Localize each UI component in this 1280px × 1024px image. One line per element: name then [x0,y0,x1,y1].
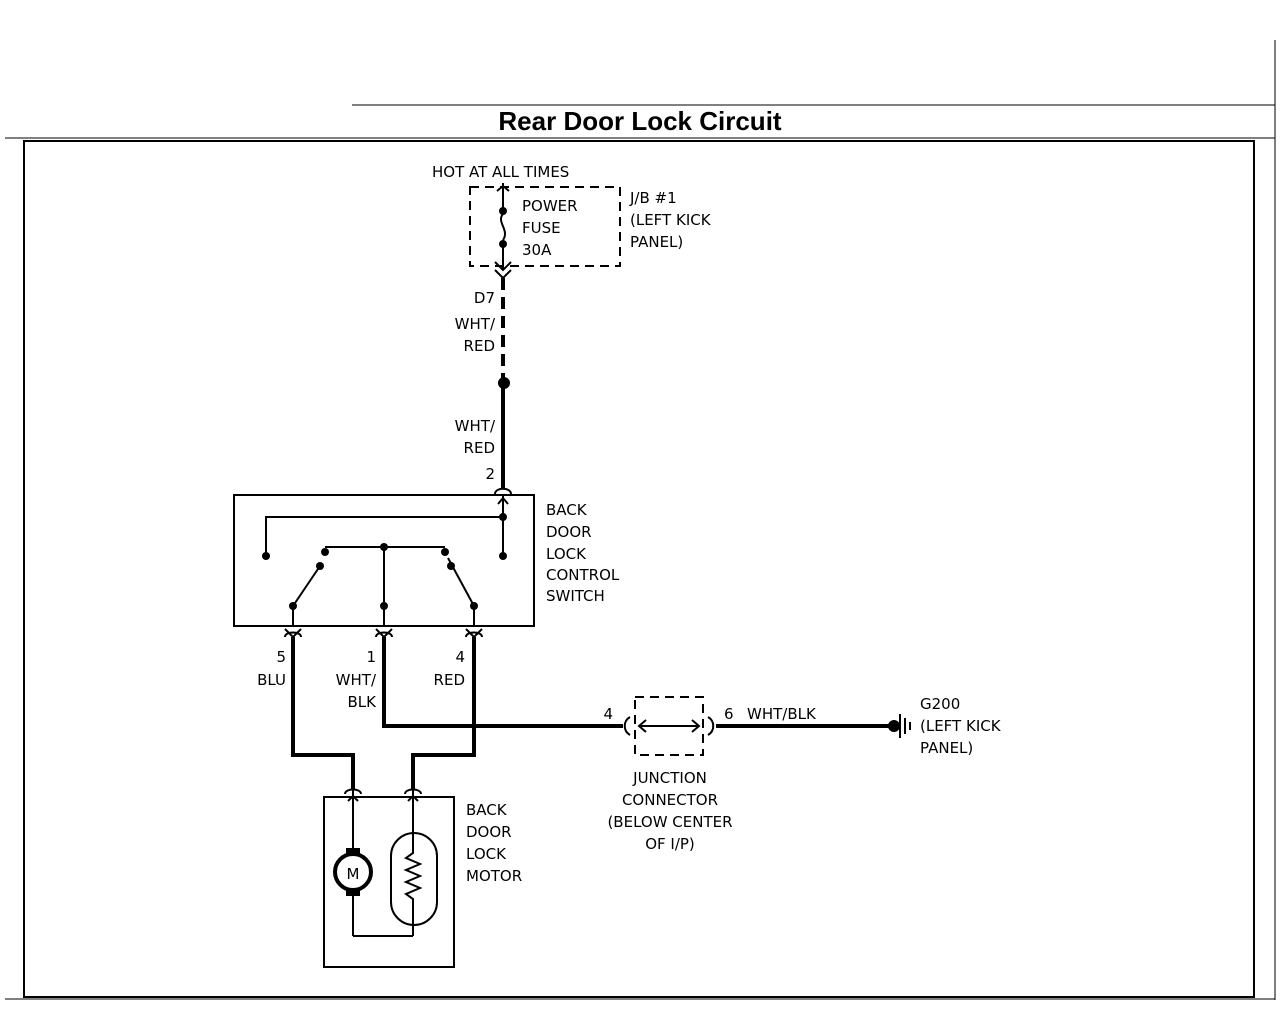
hot-at-all-times-label: HOT AT ALL TIMES [432,163,569,181]
wire-d7-color-label-2: RED [464,337,495,355]
motor-icon: M [333,848,373,896]
switch-contacts [262,513,507,610]
pin-5-label: 5 [276,648,286,666]
wire-d7-color-label-1: WHT/ [455,315,496,333]
switch-label-3: LOCK [546,545,587,563]
motor-internal-wiring [347,790,419,937]
ground-label-2: (LEFT KICK [920,717,1002,735]
junction-label-3: (BELOW CENTER [607,813,732,831]
wire-wht-blk-label-2: BLK [348,693,378,711]
switch-label-4: CONTROL [546,566,620,584]
motor-box [323,796,455,968]
motor-input-connectors [344,788,422,795]
wire-wht-blk-to-junction [382,637,623,728]
pin-1-label: 1 [366,648,376,666]
junction-block-label-1: J/B #1 [629,189,677,207]
wire-d7-circuit-label: D7 [474,289,495,307]
wire-wht-red-label-1: WHT/ [455,417,496,435]
pin-4-label: 4 [455,648,465,666]
ground-icon [888,714,911,738]
fuse-label-3: 30A [522,241,552,259]
junction-block-outline [469,186,621,267]
diagram-frame [23,140,1255,998]
motor-label-1: BACK [466,801,508,819]
motor-label-2: DOOR [466,823,512,841]
ground-label-3: PANEL) [920,739,973,757]
connector-pin-2 [494,487,512,495]
fuse-label-1: POWER [522,197,578,215]
ptc-resistor-icon [390,832,438,926]
ground-label-1: G200 [920,695,960,713]
junction-pin-4-label: 4 [603,705,613,723]
wire-red [411,637,476,790]
junction-label-4: OF I/P) [645,835,695,853]
ground-wire-label: WHT/BLK [747,705,817,723]
motor-label-3: LOCK [466,845,507,863]
switch-label-1: BACK [546,501,588,519]
junction-label-2: CONNECTOR [622,791,718,809]
control-switch-box [233,494,535,627]
motor-label-4: MOTOR [466,867,522,885]
wire-red-label: RED [434,671,465,689]
diagram-title: Rear Door Lock Circuit [498,106,782,136]
fuse-label-2: FUSE [522,219,561,237]
motor-symbol: M [347,865,360,883]
wire-blu [291,637,355,790]
switch-label-2: DOOR [546,523,592,541]
junction-block-label-3: PANEL) [630,233,683,251]
switch-label-5: SWITCH [546,587,605,605]
wire-wht-red-label-2: RED [464,439,495,457]
switch-pin-2-label: 2 [485,465,495,483]
fuse-symbol [494,183,512,280]
junction-connector-symbol [623,716,715,736]
wire-wht-blk-label-1: WHT/ [336,671,377,689]
junction-label-1: JUNCTION [632,769,707,787]
junction-pin-6-label: 6 [724,705,734,723]
wire-blu-label: BLU [257,671,286,689]
junction-block-label-2: (LEFT KICK [630,211,712,229]
switch-output-connectors [284,628,483,639]
junction-connector-outline [634,696,704,756]
